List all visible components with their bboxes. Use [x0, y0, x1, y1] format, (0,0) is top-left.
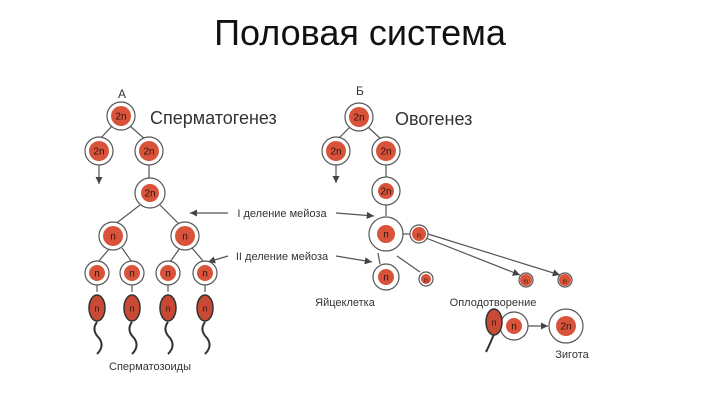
sperm-3-ploidy: n: [165, 304, 170, 314]
cell-a-secondary-1: n: [98, 221, 128, 251]
meiosis-1-label: I деление мейоза: [237, 208, 327, 220]
cell-b-primary-oocyte: 2n: [371, 176, 401, 206]
sperm-4-ploidy: n: [202, 304, 207, 314]
cell-a-spermatogonium-1-ploidy: 2n: [93, 147, 104, 158]
cell-b-polar-body-3: n: [518, 272, 534, 288]
cell-b-origin: 2n: [344, 102, 374, 132]
sperm-tails: [93, 321, 495, 355]
slide-title: Половая система: [214, 12, 506, 53]
cell-b-origin-ploidy: 2n: [353, 113, 364, 124]
spermatozoa-label: Сперматозоиды: [109, 361, 191, 373]
cell-b-polar-body-4-ploidy: n: [563, 279, 567, 286]
cell-b-polar-body-2: n: [418, 271, 434, 287]
cell-b-polar-body-1-ploidy: n: [417, 233, 421, 240]
meiosis-2-label: II деление мейоза: [236, 251, 329, 263]
cell-b-polar-body-1: n: [409, 224, 429, 244]
cell-b-oogonium-1: 2n: [321, 136, 351, 166]
cell-b-polar-body-4: n: [557, 272, 573, 288]
sperm-fertilizing: n: [485, 308, 503, 336]
cell-a-spermatogonium-1: 2n: [84, 136, 114, 166]
cell-zygote-ploidy: 2n: [560, 322, 571, 333]
cell-a-spermatid-3-ploidy: n: [165, 269, 171, 280]
cell-b-primary-oocyte-ploidy: 2n: [380, 187, 391, 198]
cell-a-spermatid-4-ploidy: n: [202, 269, 208, 280]
cell-b-secondary-oocyte-ploidy: n: [383, 230, 389, 241]
cell-a-spermatid-1: n: [84, 260, 110, 286]
cell-a-secondary-2-ploidy: n: [182, 232, 188, 243]
cell-b-egg: n: [372, 263, 400, 291]
cell-a-spermatogonium-2: 2n: [134, 136, 164, 166]
cell-a-spermatogonium-2-ploidy: 2n: [143, 147, 154, 158]
label-b: Б: [356, 84, 364, 98]
cell-fertilization-egg: n: [499, 311, 529, 341]
cell-b-oogonium-1-ploidy: 2n: [330, 147, 341, 158]
sperm-2-ploidy: n: [129, 304, 134, 314]
sperm-1: n: [88, 294, 106, 322]
zygote-label: Зигота: [555, 349, 589, 361]
oogenesis-label: Овогенез: [395, 109, 472, 129]
fertilization-label: Оплодотворение: [450, 297, 537, 309]
cell-a-spermatid-4: n: [192, 260, 218, 286]
cell-b-secondary-oocyte: n: [368, 216, 404, 252]
cell-a-origin-ploidy: 2n: [115, 112, 126, 123]
cell-a-spermatid-3: n: [155, 260, 181, 286]
cell-b-polar-body-3-ploidy: n: [524, 279, 528, 286]
cell-b-oogonium-2: 2n: [371, 136, 401, 166]
cell-a-secondary-1-ploidy: n: [110, 232, 116, 243]
sperm-fertilizing-ploidy: n: [491, 318, 496, 328]
label-a: А: [118, 87, 126, 101]
cell-a-primary-spermatocyte-ploidy: 2n: [144, 189, 155, 200]
cell-a-spermatid-1-ploidy: n: [94, 269, 100, 280]
egg-cell-label: Яйцеклетка: [315, 297, 376, 309]
cell-a-spermatid-2: n: [119, 260, 145, 286]
cell-b-oogonium-2-ploidy: 2n: [380, 147, 391, 158]
connector-lines: [95, 125, 561, 330]
sperm-3: n: [159, 294, 177, 322]
sperm-1-ploidy: n: [94, 304, 99, 314]
cell-a-secondary-2: n: [170, 221, 200, 251]
cell-a-origin: 2n: [106, 101, 136, 131]
cell-a-primary-spermatocyte: 2n: [134, 177, 166, 209]
sperm-2: n: [123, 294, 141, 322]
cell-zygote: 2n: [548, 308, 584, 344]
cell-b-polar-body-2-ploidy: n: [424, 278, 428, 285]
cell-a-spermatid-2-ploidy: n: [129, 269, 135, 280]
cell-fertilization-egg-ploidy: n: [511, 322, 517, 333]
cell-b-egg-ploidy: n: [383, 273, 389, 284]
sperm-4: n: [196, 294, 214, 322]
spermatogenesis-label: Сперматогенез: [150, 108, 277, 128]
